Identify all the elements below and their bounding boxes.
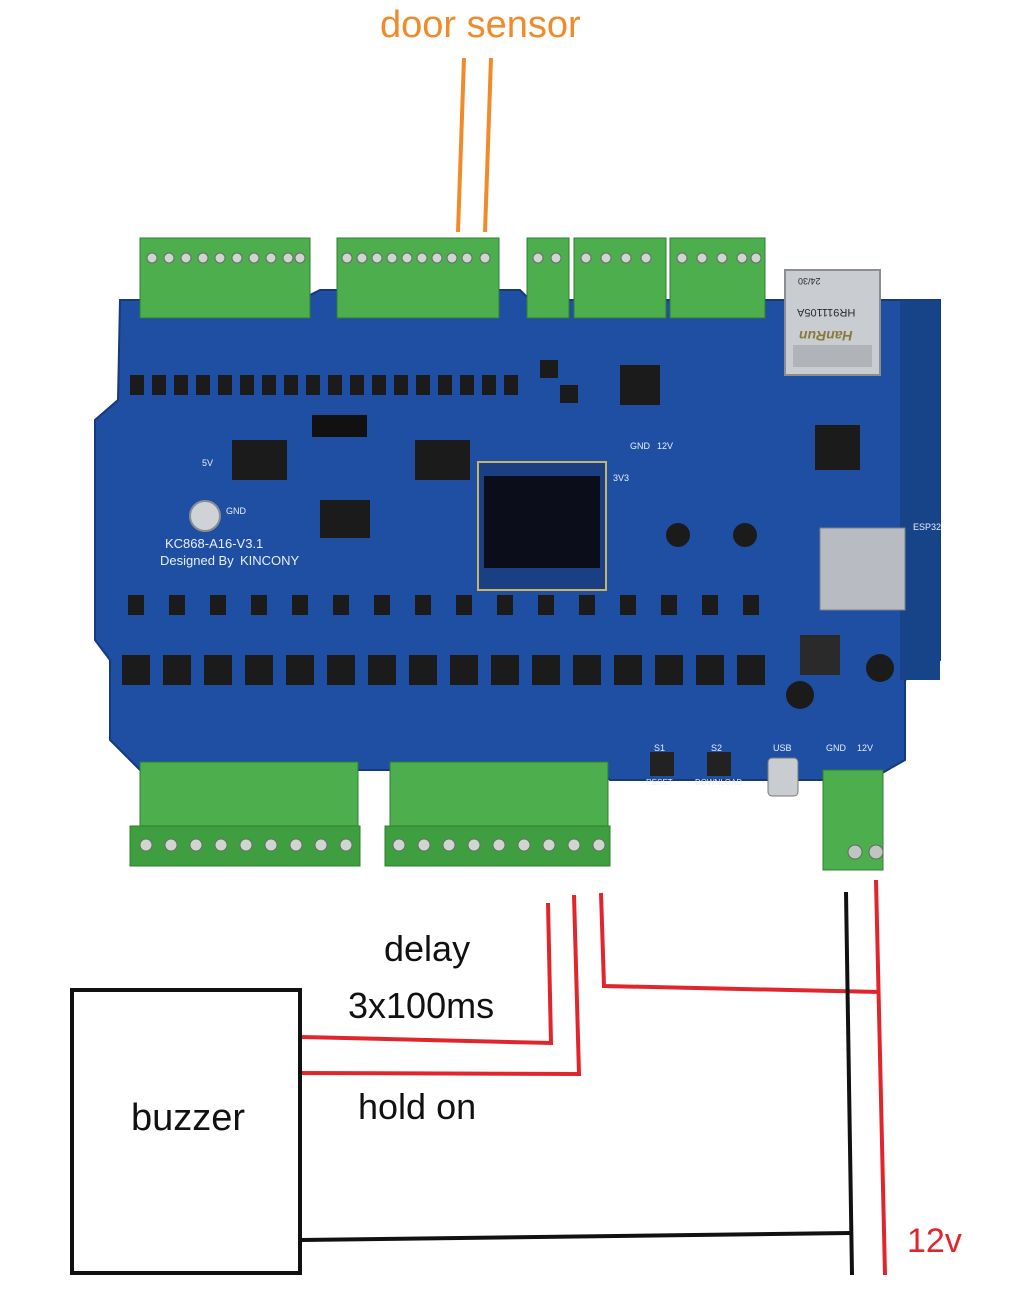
output-wires [293, 879, 887, 1276]
esp32-label: ESP32 [913, 522, 942, 532]
esp32-module [819, 527, 906, 611]
door-sensor-wires [456, 57, 493, 233]
3v3-label: 3V3 [613, 473, 630, 483]
mounting-hole [189, 500, 221, 532]
bottom-terminal-blocks [129, 761, 884, 871]
ethernet-jack [784, 269, 881, 376]
board-model: KC868-A16-V3.1 [165, 536, 264, 551]
ethernet-date: 24/30 [798, 276, 821, 286]
reset-label: RESET [646, 778, 673, 787]
buttons-usb [650, 752, 799, 797]
top-terminal-blocks [139, 237, 766, 319]
delay-label: delay [384, 928, 471, 969]
5v-pad-label: 5V [202, 458, 214, 468]
buzzer-label: buzzer [131, 1097, 246, 1139]
ground-wire [300, 891, 854, 1276]
gnd-terminal-label: GND [826, 743, 846, 753]
hold-on-label: hold on [358, 1086, 477, 1127]
download-label: DOWNLOAD [695, 778, 743, 787]
gnd-pad-label: GND [226, 506, 246, 516]
board-designer: Designed By [160, 553, 234, 568]
12v-label: 12V [657, 441, 674, 451]
usb-label: USB [773, 743, 792, 753]
delay-duration-label: 3x100ms [348, 985, 495, 1026]
components [122, 360, 860, 685]
buzzer-box [70, 988, 302, 1275]
door-sensor-label: door sensor [380, 4, 581, 46]
power-12v-label: 12v [907, 1222, 962, 1260]
ethernet-part: HR911105A [797, 306, 856, 318]
s1-label: S1 [654, 743, 666, 753]
oled-display [477, 461, 607, 591]
s2-label: S2 [711, 743, 723, 753]
12v-terminal-label: 12V [857, 743, 874, 753]
board-brand: KINCONY [240, 553, 300, 568]
gnd-label: GND [630, 441, 650, 451]
ethernet-brand: HanRun [799, 328, 853, 344]
